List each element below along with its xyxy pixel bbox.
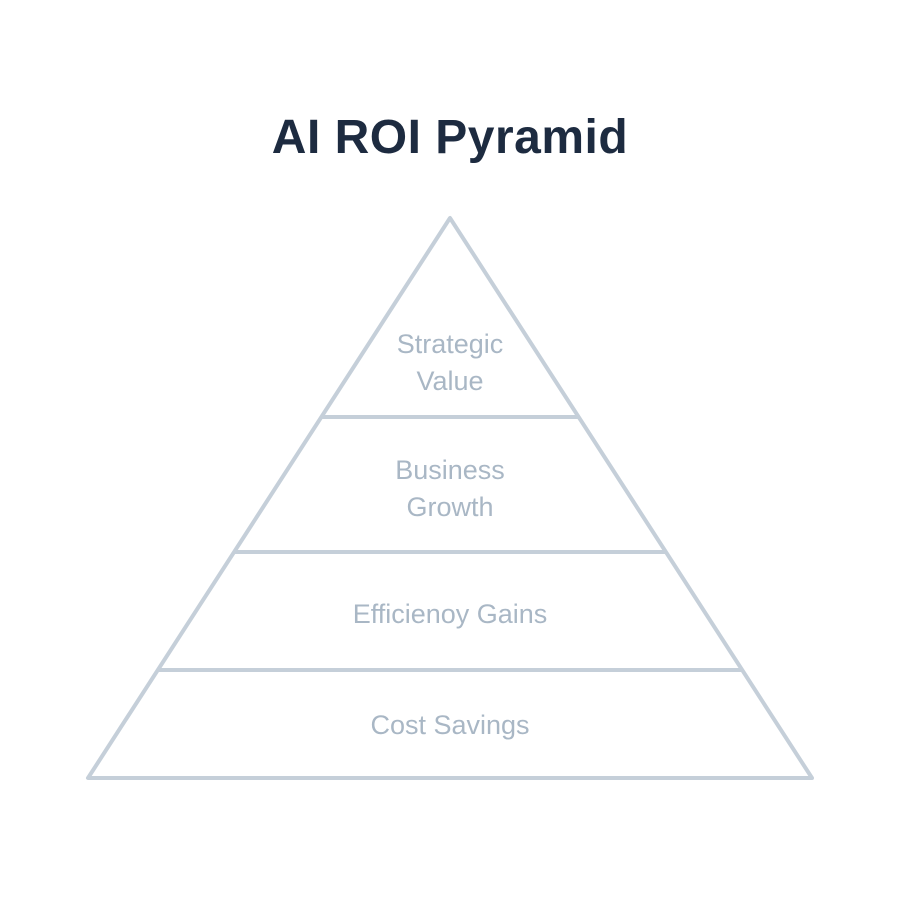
diagram-title: AI ROI Pyramid bbox=[271, 111, 629, 164]
pyramid-outline bbox=[86, 216, 814, 780]
tier-label-line: Efficienoy Gains bbox=[352, 599, 548, 629]
tier-label-line: Value bbox=[416, 366, 484, 396]
tier-efficiency-gains: Efficienoy Gains bbox=[250, 596, 650, 633]
tier-cost-savings: Cost Savings bbox=[250, 707, 650, 744]
tier-label-line: Strategic bbox=[396, 329, 504, 359]
tier-label-line: Business bbox=[395, 455, 505, 485]
tier-strategic-value: Strategic Value bbox=[250, 326, 650, 400]
tier-label-line: Cost Savings bbox=[370, 710, 530, 740]
tier-label-line: Growth bbox=[406, 492, 494, 522]
tier-business-growth: Business Growth bbox=[250, 452, 650, 526]
